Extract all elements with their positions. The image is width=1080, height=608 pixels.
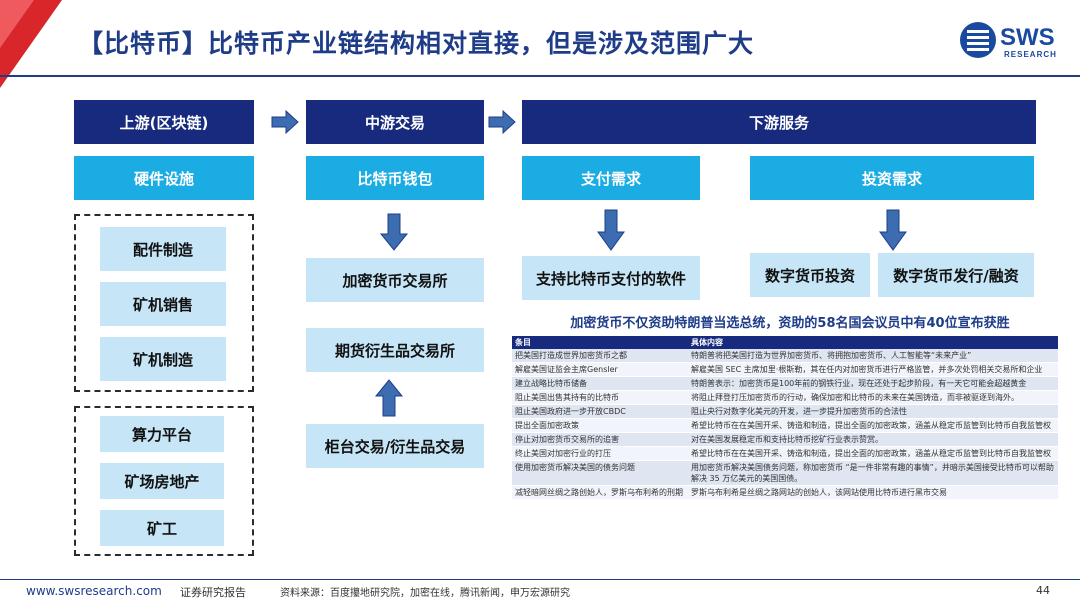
- upstream-item-parts: 配件制造: [100, 227, 226, 271]
- table-cell-content: 解雇美国 SEC 主席加里·根斯勒，其在任内对加密货币进行严格监管，并多次处罚相…: [688, 362, 1058, 377]
- table-row: 停止对加密货币交易所的追害对在美国发展稳定币和支持比特币挖矿行业表示赞赏。: [512, 432, 1058, 447]
- red-corner-decoration: [0, 0, 64, 90]
- footer-source: 资料来源：百度攥地研究院，加密在线，腾讯新闻，申万宏源研究: [280, 588, 570, 599]
- footer-website-link[interactable]: www.swsresearch.com: [26, 584, 162, 598]
- upstream-item-miner-manufacturing: 矿机制造: [100, 337, 226, 381]
- table-cell-item: 把美国打造成世界加密货币之都: [512, 349, 688, 363]
- table-cell-item: 终止美国对加密行业的打压: [512, 446, 688, 461]
- upstream-item-hash-platform: 算力平台: [100, 416, 224, 452]
- midstream-crypto-exchange: 加密货币交易所: [306, 258, 484, 302]
- downstream-invest-box: 投资需求: [750, 156, 1034, 200]
- table-cell-item: 提出全面加密政策: [512, 418, 688, 433]
- midstream-futures-exchange: 期货衍生品交易所: [306, 328, 484, 372]
- upstream-group-manufacturing: [74, 214, 254, 392]
- table-cell-content: 阻止央行对数字化美元的开发，进一步提升加密货币的合法性: [688, 404, 1058, 419]
- table-cell-content: 对在美国发展稳定币和支持比特币挖矿行业表示赞赏。: [688, 432, 1058, 447]
- table-cell-content: 用加密货币解决美国债务问题，称加密货币 “是一件非常有趣的事情”，并暗示美国接受…: [688, 460, 1058, 486]
- right-arrow-icon: [487, 109, 517, 139]
- up-arrow-icon: [374, 378, 404, 422]
- right-arrow-icon: [270, 109, 300, 139]
- footer-report-label: 证券研究报告: [180, 586, 246, 599]
- table-row: 提出全面加密政策希望比特币在在美国开采、铸造和制造，提出全面的加密政策，涵盖从稳…: [512, 418, 1058, 433]
- downstream-digital-investment: 数字货币投资: [750, 253, 870, 297]
- logo-text: SWS: [1000, 24, 1055, 51]
- table-header-row: 条目 具体内容: [512, 336, 1058, 349]
- downstream-digital-issuance: 数字货币发行/融资: [878, 253, 1034, 297]
- table-cell-content: 特朗普将把美国打造为世界加密货币、将拥抱加密货币、人工智能等“未来产业”: [688, 349, 1058, 363]
- downstream-header: 下游服务: [522, 100, 1036, 144]
- table-row: 把美国打造成世界加密货币之都特朗普将把美国打造为世界加密货币、将拥抱加密货币、人…: [512, 349, 1058, 363]
- page-number: 44: [1036, 584, 1050, 597]
- table-cell-item: 停止对加密货币交易所的追害: [512, 432, 688, 447]
- page-title: 【比特币】比特币产业链结构相对直接，但是涉及范围广大: [78, 29, 755, 58]
- policy-table-grid: 条目 具体内容 把美国打造成世界加密货币之都特朗普将把美国打造为世界加密货币、将…: [512, 336, 1058, 500]
- table-cell-item: 建立战略比特币储备: [512, 376, 688, 391]
- upstream-group-mining: [74, 406, 254, 556]
- upstream-header: 上游(区块链): [74, 100, 254, 144]
- upstream-hardware-box: 硬件设施: [74, 156, 254, 200]
- red-corner-shape: [0, 0, 62, 88]
- footer-divider: [0, 579, 1080, 580]
- downstream-payment-box: 支付需求: [522, 156, 700, 200]
- downstream-payment-software: 支持比特币支付的软件: [522, 256, 700, 300]
- table-row: 减轻暗网丝绸之路创始人，罗斯乌布利希的刑期罗斯乌布利希是丝绸之路网站的创始人，该…: [512, 485, 1058, 500]
- table-row: 使用加密货币解决美国的债务问题用加密货币解决美国债务问题，称加密货币 “是一件非…: [512, 460, 1058, 486]
- table-cell-content: 希望比特币在在美国开采、铸造和制造，提出全面的加密政策，涵盖从稳定币监管到比特币…: [688, 418, 1058, 433]
- policy-table: 条目 具体内容 把美国打造成世界加密货币之都特朗普将把美国打造为世界加密货币、将…: [512, 336, 1058, 564]
- table-cell-item: 阻止美国政府进一步开放CBDC: [512, 404, 688, 419]
- table-cell-content: 将阻止拜登打压加密货币的行动，确保加密和比特币的未来在美国铸造，而非被驱逐到海外…: [688, 390, 1058, 405]
- down-arrow-icon: [379, 212, 409, 256]
- logo-mark-icon: [960, 22, 996, 58]
- midstream-header: 中游交易: [306, 100, 484, 144]
- down-arrow-icon: [878, 208, 908, 256]
- table-cell-content: 罗斯乌布利希是丝绸之路网站的创始人，该网站使用比特币进行黑市交易: [688, 485, 1058, 500]
- table-header-content: 具体内容: [688, 336, 1058, 349]
- table-cell-content: 特朗普表示：加密货币是100年前的钢铁行业，现在还处于起步阶段，有一天它可能会超…: [688, 376, 1058, 391]
- table-cell-item: 减轻暗网丝绸之路创始人，罗斯乌布利希的刑期: [512, 485, 688, 500]
- upstream-item-miners: 矿工: [100, 510, 224, 546]
- table-cell-item: 使用加密货币解决美国的债务问题: [512, 460, 688, 486]
- table-row: 终止美国对加密行业的打压希望比特币在在美国开采、铸造和制造，提出全面的加密政策，…: [512, 446, 1058, 461]
- upstream-item-miner-sales: 矿机销售: [100, 282, 226, 326]
- table-row: 阻止美国出售其持有的比特币将阻止拜登打压加密货币的行动，确保加密和比特币的未来在…: [512, 390, 1058, 405]
- sws-logo: SWS RESEARCH: [958, 20, 1058, 64]
- table-row: 建立战略比特币储备特朗普表示：加密货币是100年前的钢铁行业，现在还处于起步阶段…: [512, 376, 1058, 391]
- upstream-item-mine-realestate: 矿场房地产: [100, 463, 224, 499]
- header-divider: [0, 75, 1080, 77]
- midstream-otc-trading: 柜台交易/衍生品交易: [306, 424, 484, 468]
- table-header-item: 条目: [512, 336, 688, 349]
- table-cell-item: 解雇美国证监会主席Gensler: [512, 362, 688, 377]
- table-cell-item: 阻止美国出售其持有的比特币: [512, 390, 688, 405]
- table-cell-content: 希望比特币在在美国开采、铸造和制造，提出全面的加密政策，涵盖从稳定币监管到比特币…: [688, 446, 1058, 461]
- table-title: 加密货币不仅资助特朗普当选总统，资助的58名国会议员中有40位宣布获胜: [570, 316, 1010, 331]
- logo-subtext: RESEARCH: [1004, 50, 1057, 59]
- midstream-wallet-box: 比特币钱包: [306, 156, 484, 200]
- down-arrow-icon: [596, 208, 626, 256]
